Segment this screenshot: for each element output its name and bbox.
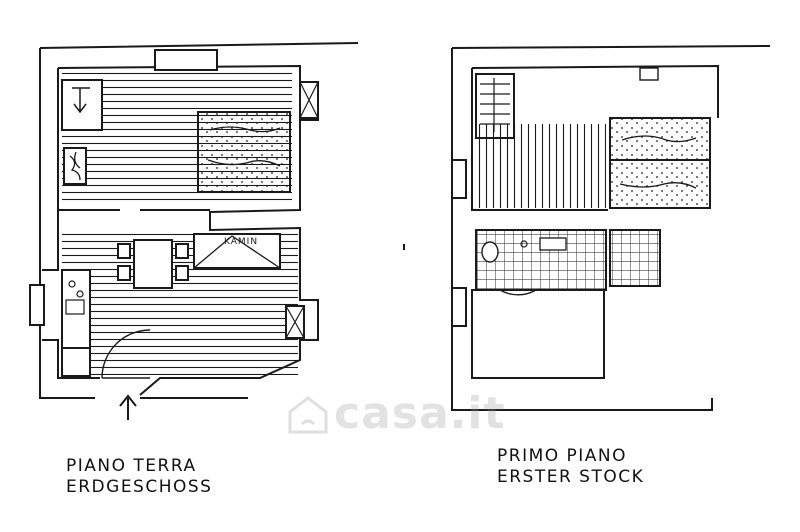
entry-door-swing — [101, 329, 151, 379]
first-window-bay-upper — [451, 159, 467, 199]
closet-x-icon-lower — [285, 305, 305, 339]
chair-left-top — [117, 243, 131, 259]
planter-leaf-icon — [69, 151, 81, 181]
stair-treads — [480, 78, 510, 132]
first-floor-label-line1: PRIMO PIANO — [497, 446, 628, 466]
chair-right-bottom — [175, 265, 189, 281]
ground-outer-wall — [39, 42, 359, 399]
bathtub — [539, 237, 567, 251]
first-wall-fixture — [639, 67, 659, 81]
chair-left-bottom — [117, 265, 131, 281]
closet-x-icon-upper — [299, 81, 319, 119]
first-floor-caption: PRIMO PIANO ERSTER STOCK — [497, 446, 644, 489]
first-door-swing — [499, 289, 537, 296]
first-lower-room — [471, 289, 605, 379]
ground-storage — [61, 347, 91, 377]
balcony-tiles — [609, 229, 661, 287]
first-window-bay-lower — [451, 287, 467, 327]
ground-window-bay — [29, 284, 45, 326]
ground-floor-plan — [29, 42, 359, 420]
ground-floor-label-line2: ERDGESCHOSS — [66, 477, 213, 498]
first-floor-label-line2: ERSTER STOCK — [497, 467, 645, 488]
sink — [65, 299, 85, 315]
first-top-room — [471, 64, 719, 211]
first-floor-plan — [451, 45, 771, 411]
first-landing-floor — [476, 124, 606, 208]
chimney-top — [154, 49, 218, 71]
fireplace-label: KAMIN — [224, 237, 259, 247]
entry-arrow-icon — [119, 394, 137, 420]
dining-table — [133, 239, 173, 289]
watermark-house-icon — [288, 396, 328, 434]
first-beds-room — [609, 117, 711, 209]
ground-floor-label-line1: PIANO TERRA — [66, 456, 197, 476]
ground-bed — [197, 111, 291, 193]
stove-burner-1 — [68, 280, 76, 288]
stair-arrow-icon — [72, 87, 90, 114]
first-bed-figure-1 — [621, 135, 697, 143]
bed-figure-1 — [209, 126, 281, 133]
toilet — [481, 241, 499, 263]
watermark-text: casa.it — [334, 388, 506, 439]
stove-burner-2 — [76, 290, 84, 298]
fireplace-lines — [193, 235, 281, 269]
first-outer-wall — [451, 45, 771, 411]
ground-planter — [63, 147, 87, 185]
watermark-logo: casa.it — [288, 388, 505, 439]
bed-figure-2 — [207, 159, 281, 167]
ground-floor-caption: PIANO TERRA ERDGESCHOSS — [66, 456, 212, 499]
kitchen-counter — [61, 269, 91, 351]
chair-right-top — [175, 243, 189, 259]
first-bed-figure-2 — [619, 182, 697, 189]
washbasin — [520, 240, 528, 248]
